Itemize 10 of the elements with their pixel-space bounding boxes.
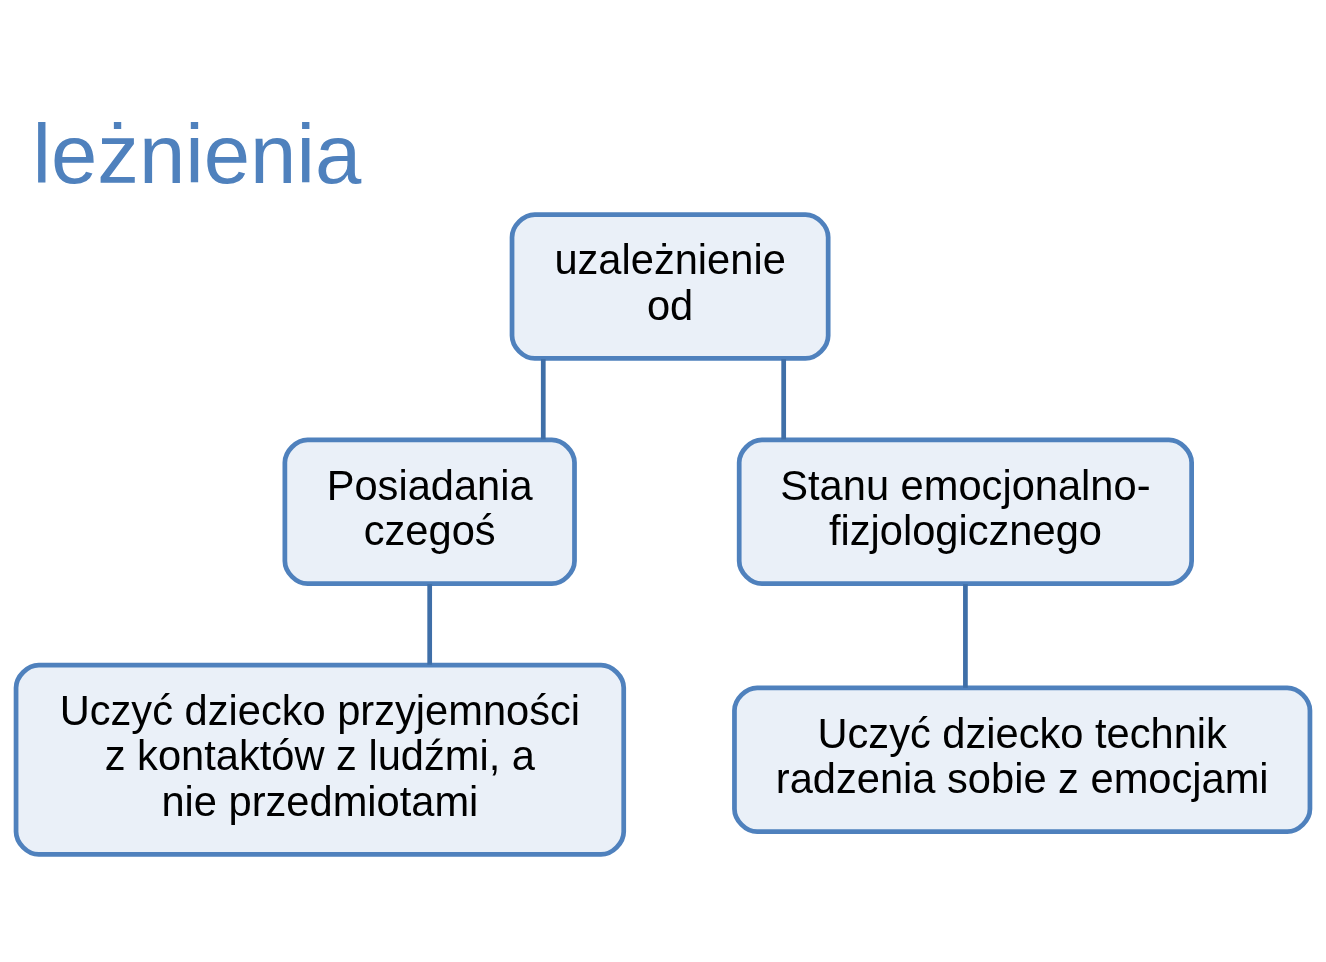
connector (540, 358, 546, 439)
connector (427, 583, 433, 665)
node-box: uzależnienie od (509, 211, 831, 361)
node-box: Uczyć dziecko technik radzenia sobie z emocjami (732, 684, 1313, 834)
node-box: Uczyć dziecko przyjemności z kontaktów z ludźmi, a nie przedmiotami (13, 662, 627, 857)
node-box: Stanu emocjonalno- fizjologicznego (736, 437, 1194, 586)
connector (963, 583, 968, 688)
connector (781, 358, 787, 439)
node-box: Posiadania czegoś (282, 437, 577, 586)
diagram-title: leżnienia (32, 107, 362, 201)
